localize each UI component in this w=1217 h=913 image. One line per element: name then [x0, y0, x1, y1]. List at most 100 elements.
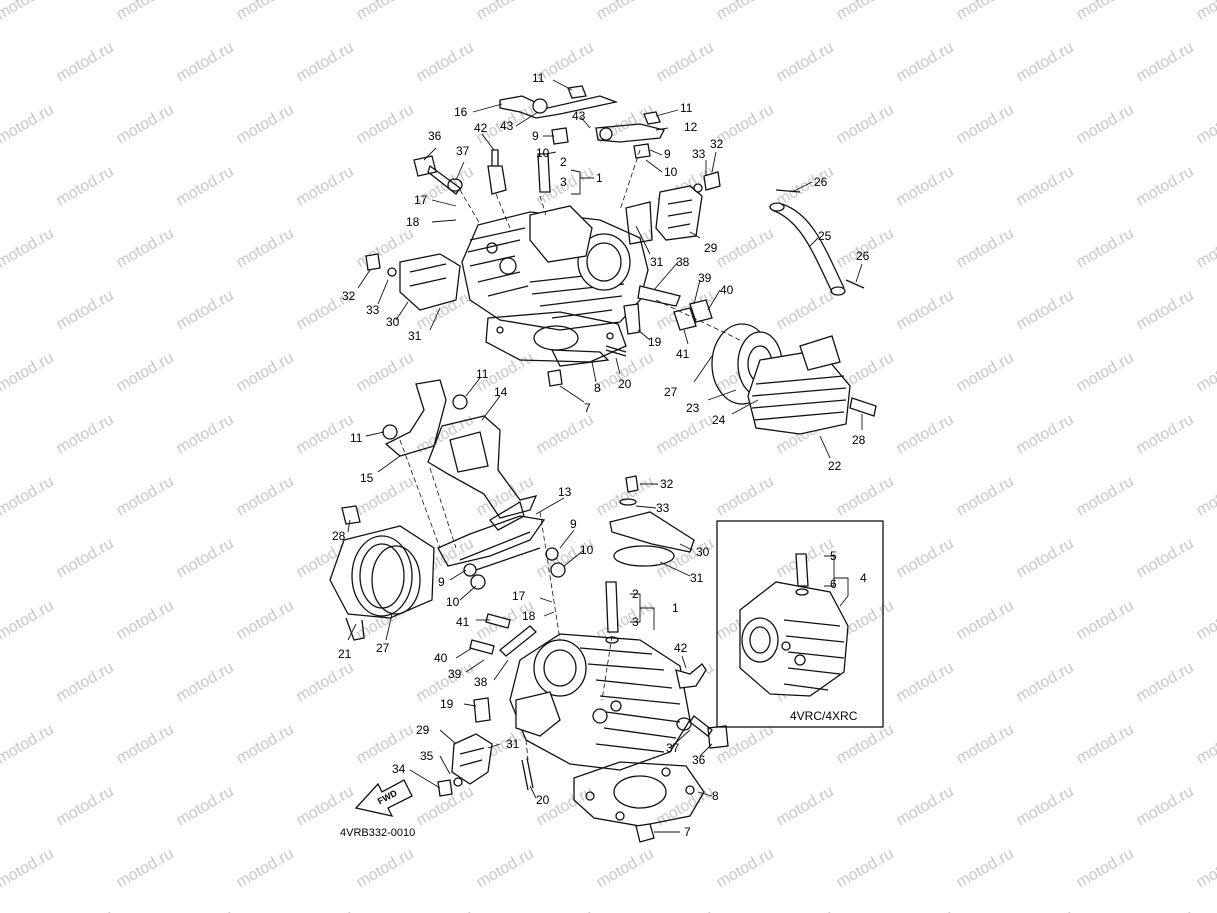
washer-middle-d [550, 562, 566, 578]
callout-c9b: 9 [664, 147, 671, 161]
upper-head-gasket [485, 311, 627, 367]
side-cover-right-upper [625, 171, 721, 245]
callout-c16: 16 [454, 105, 468, 119]
spark-plug-lower [675, 663, 707, 689]
callout-c37b: 37 [666, 741, 680, 755]
callout-c4: 4 [860, 571, 867, 585]
valve-cover-middle [609, 475, 695, 567]
callout-c7b: 7 [684, 825, 691, 839]
callout-c28b: 28 [332, 529, 346, 543]
callout-c6: 6 [830, 577, 837, 591]
callout-c13: 13 [558, 485, 572, 499]
callout-c23: 23 [686, 401, 700, 415]
front-cylinder [329, 505, 435, 641]
callout-c19b: 19 [440, 697, 454, 711]
callout-c40a: 40 [720, 283, 734, 297]
callout-c42a: 42 [474, 121, 488, 135]
callout-c29a: 29 [704, 241, 718, 255]
callout-c9c: 9 [570, 517, 577, 531]
callout-c36b: 36 [692, 753, 706, 767]
callout-c2a: 2 [560, 155, 567, 169]
callout-c3b: 3 [632, 615, 639, 629]
callout-c39a: 39 [698, 271, 712, 285]
forward-arrow: FWD [354, 779, 413, 817]
callout-c32b: 32 [342, 289, 356, 303]
engine-mount-brackets [382, 379, 546, 573]
callout-c38a: 38 [676, 255, 690, 269]
dowel-pin-lower [635, 823, 655, 843]
callout-c25: 25 [818, 229, 832, 243]
leader-lines [347, 79, 863, 833]
callout-c11a: 11 [532, 71, 545, 85]
callout-c27a: 27 [664, 385, 678, 399]
stud-bolt-lower [521, 757, 534, 791]
side-cover-left-upper [365, 253, 461, 311]
callout-c41a: 41 [676, 347, 690, 361]
callout-c31c: 31 [690, 571, 704, 585]
rear-cylinder-head [461, 205, 649, 331]
callout-c7a: 7 [584, 401, 591, 415]
diagram-code: 4VRB332-0010 [340, 827, 415, 839]
callout-c32c: 32 [660, 477, 674, 491]
callout-c24: 24 [712, 413, 726, 427]
callout-c14: 14 [494, 385, 508, 399]
callout-c20b: 20 [536, 793, 550, 807]
callout-c2b: 2 [632, 587, 639, 601]
callout-c8b: 8 [712, 789, 719, 803]
callout-c1a: 1 [596, 171, 603, 185]
callout-c11c: 11 [476, 367, 489, 381]
washer-middle-c [545, 547, 559, 561]
washer-middle-b [470, 574, 486, 590]
callout-c32a: 32 [710, 137, 724, 151]
callout-c39b: 39 [448, 667, 462, 681]
callout-c1b: 1 [672, 601, 679, 615]
stud-bolt [605, 345, 627, 357]
side-cover-lower [437, 733, 493, 797]
callout-c31b: 31 [408, 329, 422, 343]
callout-c9d: 9 [438, 575, 445, 589]
callout-c30b: 30 [696, 545, 710, 559]
callout-c33a: 33 [692, 147, 706, 161]
callout-c43b: 43 [572, 109, 586, 123]
callout-c34: 34 [392, 762, 406, 776]
callout-c26a: 26 [814, 175, 828, 189]
top-brackets [499, 85, 665, 159]
callout-c21: 21 [338, 647, 352, 661]
inset-box: 4VRC/4XRC [716, 520, 884, 728]
callout-c36a: 36 [428, 129, 442, 143]
callout-c3a: 3 [560, 175, 567, 189]
callout-c5: 5 [830, 549, 837, 563]
callout-c12: 12 [684, 120, 698, 134]
callout-c10a: 10 [536, 146, 550, 160]
callout-c41b: 41 [456, 615, 470, 629]
callout-c31d: 31 [506, 737, 520, 751]
watermark-text: motod.ru [1194, 0, 1217, 23]
callout-c18a: 18 [406, 215, 420, 229]
callout-c30a: 30 [386, 315, 400, 329]
callout-c42b: 42 [674, 641, 688, 655]
callout-c10b: 10 [664, 165, 678, 179]
callout-c37a: 37 [456, 144, 470, 158]
callout-c8a: 8 [594, 381, 601, 395]
front-cylinder-head [509, 633, 691, 771]
dowel-pin [547, 369, 563, 387]
callout-c33b: 33 [366, 303, 380, 317]
callout-c18b: 18 [522, 609, 536, 623]
callout-c10d: 10 [446, 595, 460, 609]
callout-c26b: 26 [856, 249, 870, 263]
callout-c29b: 29 [416, 723, 430, 737]
callout-c43a: 43 [500, 119, 514, 133]
callout-c20a: 20 [618, 377, 632, 391]
callout-c11d: 11 [350, 431, 363, 445]
assembly-lines [399, 149, 741, 761]
callout-c10c: 10 [580, 543, 594, 557]
callout-c15: 15 [360, 471, 374, 485]
callout-c17b: 17 [512, 589, 526, 603]
callout-c9a: 9 [532, 129, 539, 143]
lower-head-gasket [573, 761, 705, 827]
gasket-37-lower [676, 717, 692, 731]
callout-c38b: 38 [474, 675, 488, 689]
inset-label: 4VRC/4XRC [790, 709, 858, 723]
